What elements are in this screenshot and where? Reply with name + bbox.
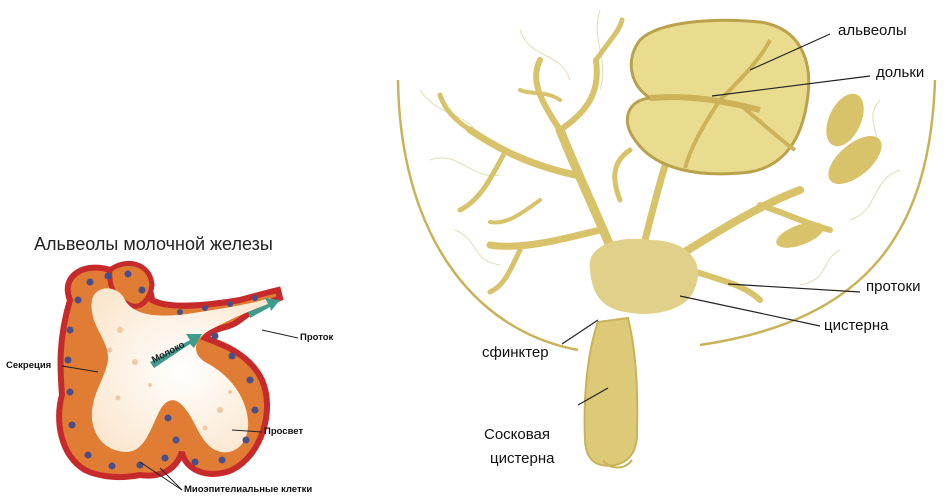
- label-teat-cistern-line1: Сосковая: [484, 426, 550, 443]
- label-duct: Проток: [300, 332, 333, 343]
- gland-cistern: [590, 239, 699, 314]
- label-sphincter: сфинктер: [482, 344, 549, 361]
- alveoli-title: Альвеолы молочной железы: [34, 234, 273, 255]
- label-alveoli: альвеолы: [838, 22, 907, 39]
- teat: [585, 318, 638, 468]
- lobule-section: [627, 20, 808, 174]
- label-secretion: Секреция: [6, 360, 51, 371]
- label-lobules: дольки: [876, 64, 924, 81]
- label-ducts: протоки: [866, 278, 920, 295]
- label-lumen: Просвет: [264, 426, 303, 437]
- label-teat-cistern-line2: цистерна: [490, 450, 554, 467]
- label-cistern: цистерна: [824, 317, 888, 334]
- label-myoepithelial: Миоэпителиальные клетки: [184, 484, 312, 495]
